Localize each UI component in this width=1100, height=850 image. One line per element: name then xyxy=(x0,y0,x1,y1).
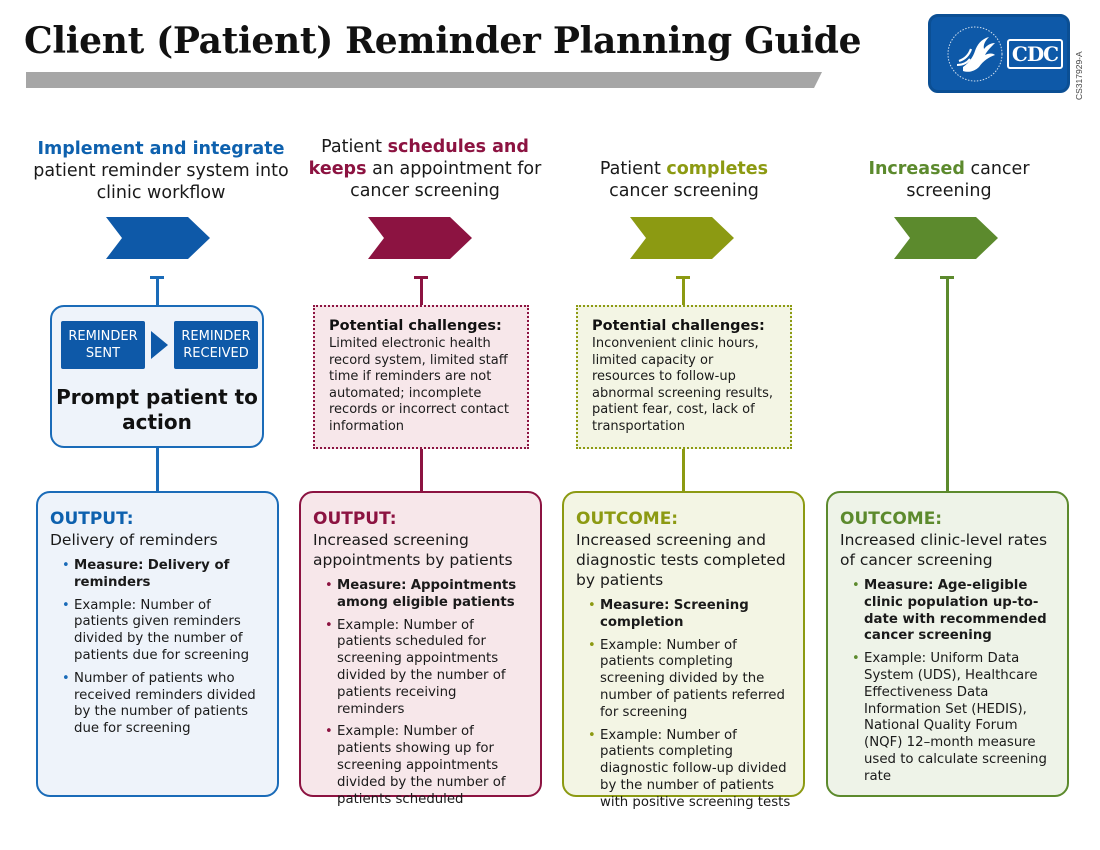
connector-line xyxy=(156,448,159,491)
heading-text: cancer screening xyxy=(906,159,1030,201)
challenges-text: Limited electronic health record system,… xyxy=(329,336,510,434)
list-item: Measure: Screening completion xyxy=(588,598,791,632)
output-label: OUTCOME: xyxy=(576,509,679,529)
measure-list: Measure: Screening completion Example: N… xyxy=(576,598,791,812)
heading-emphasis: Increased xyxy=(868,159,965,179)
list-item: Example: Number of patients given remind… xyxy=(62,598,265,665)
reminder-received-box: REMINDER RECEIVED xyxy=(174,321,258,369)
challenges-box-scheduling: Potential challenges: Limited electronic… xyxy=(313,305,529,449)
challenges-text: Inconvenient clinic hours, limited capac… xyxy=(592,336,774,434)
column-4-heading: Increased cancer screening xyxy=(825,158,1073,202)
list-item: Measure: Appointments among eligible pat… xyxy=(325,578,528,612)
reminder-sent-box: REMINDER SENT xyxy=(61,321,145,369)
heading-emphasis: Implement and integrate xyxy=(37,139,285,159)
page-title: Client (Patient) Reminder Planning Guide xyxy=(24,20,862,62)
output-box-delivery: OUTPUT: Delivery of reminders Measure: D… xyxy=(36,491,279,797)
measure-label: Measure: xyxy=(600,598,670,613)
outcome-box-completion: OUTCOME: Increased screening and diagnos… xyxy=(562,491,805,810)
challenges-title: Potential challenges: xyxy=(592,318,765,334)
output-description: Increased screening and diagnostic tests… xyxy=(576,531,786,589)
list-item: Example: Number of patients completing s… xyxy=(588,638,791,722)
play-arrow-icon xyxy=(151,331,168,359)
connector-line xyxy=(682,276,685,305)
chevron-arrow-icon xyxy=(630,217,734,259)
connector-line xyxy=(946,276,949,491)
list-item: Number of patients who received reminder… xyxy=(62,671,265,738)
output-description: Delivery of reminders xyxy=(50,531,218,549)
challenges-box-completion: Potential challenges: Inconvenient clini… xyxy=(576,305,792,449)
heading-text: an appointment for cancer screening xyxy=(350,159,542,201)
measure-text: Screening completion xyxy=(600,598,749,630)
measure-list: Measure: Age-eligible clinic population … xyxy=(840,578,1055,786)
output-description: Increased screening appointments by pati… xyxy=(313,531,513,569)
measure-text: Appointments among eligible patients xyxy=(337,578,517,610)
connector-line xyxy=(420,276,423,305)
heading-emphasis: schedules and keeps xyxy=(308,137,529,179)
connector-line xyxy=(420,449,423,491)
heading-emphasis: completes xyxy=(666,159,769,179)
output-description: Increased clinic-level rates of cancer s… xyxy=(840,531,1048,569)
outcome-box-rates: OUTCOME: Increased clinic-level rates of… xyxy=(826,491,1069,797)
heading-text: patient reminder system into clinic work… xyxy=(33,161,289,203)
prompt-label: Prompt patient to action xyxy=(56,385,258,434)
measure-label: Measure: xyxy=(864,578,934,593)
chevron-arrow-icon xyxy=(106,217,210,259)
title-underline-bar xyxy=(26,72,822,88)
heading-text: Patient xyxy=(321,137,383,157)
chevron-arrow-icon xyxy=(894,217,998,259)
list-item: Measure: Delivery of reminders xyxy=(62,558,265,592)
cdc-wordmark: CDC xyxy=(1007,39,1063,69)
heading-text: Patient xyxy=(599,159,661,179)
output-label: OUTPUT: xyxy=(313,509,397,529)
chevron-arrow-icon xyxy=(368,217,472,259)
cdc-logo: CDC xyxy=(928,14,1070,93)
list-item: Measure: Age-eligible clinic population … xyxy=(852,578,1055,645)
output-label: OUTCOME: xyxy=(840,509,943,529)
measure-list: Measure: Delivery of reminders Example: … xyxy=(50,558,265,738)
challenges-title: Potential challenges: xyxy=(329,318,502,334)
connector-line xyxy=(156,276,159,305)
output-box-appointments: OUTPUT: Increased screening appointments… xyxy=(299,491,542,807)
connector-line xyxy=(682,449,685,491)
list-item: Example: Uniform Data System (UDS), Heal… xyxy=(852,651,1055,785)
list-item: Example: Number of patients scheduled fo… xyxy=(325,618,528,719)
document-code: CS317929-A xyxy=(1074,51,1084,100)
heading-text: cancer screening xyxy=(609,181,759,201)
column-2-heading: Patient schedules and keeps an appointme… xyxy=(290,136,560,202)
list-item: Example: Number of patients completing d… xyxy=(588,728,791,812)
measure-label: Measure: xyxy=(337,578,407,593)
prompt-patient-box: REMINDER SENT REMINDER RECEIVED Prompt p… xyxy=(50,305,264,448)
output-label: OUTPUT: xyxy=(50,509,134,529)
hhs-eagle-icon xyxy=(947,26,1003,82)
column-3-heading: Patient completes cancer screening xyxy=(560,158,808,202)
measure-label: Measure: xyxy=(74,558,144,573)
measure-text: Delivery of reminders xyxy=(74,558,230,590)
measure-text: Age-eligible clinic population up-to-dat… xyxy=(864,578,1047,644)
column-1-heading: Implement and integrate patient reminder… xyxy=(22,138,300,204)
list-item: Example: Number of patients showing up f… xyxy=(325,724,528,808)
measure-list: Measure: Appointments among eligible pat… xyxy=(313,578,528,808)
